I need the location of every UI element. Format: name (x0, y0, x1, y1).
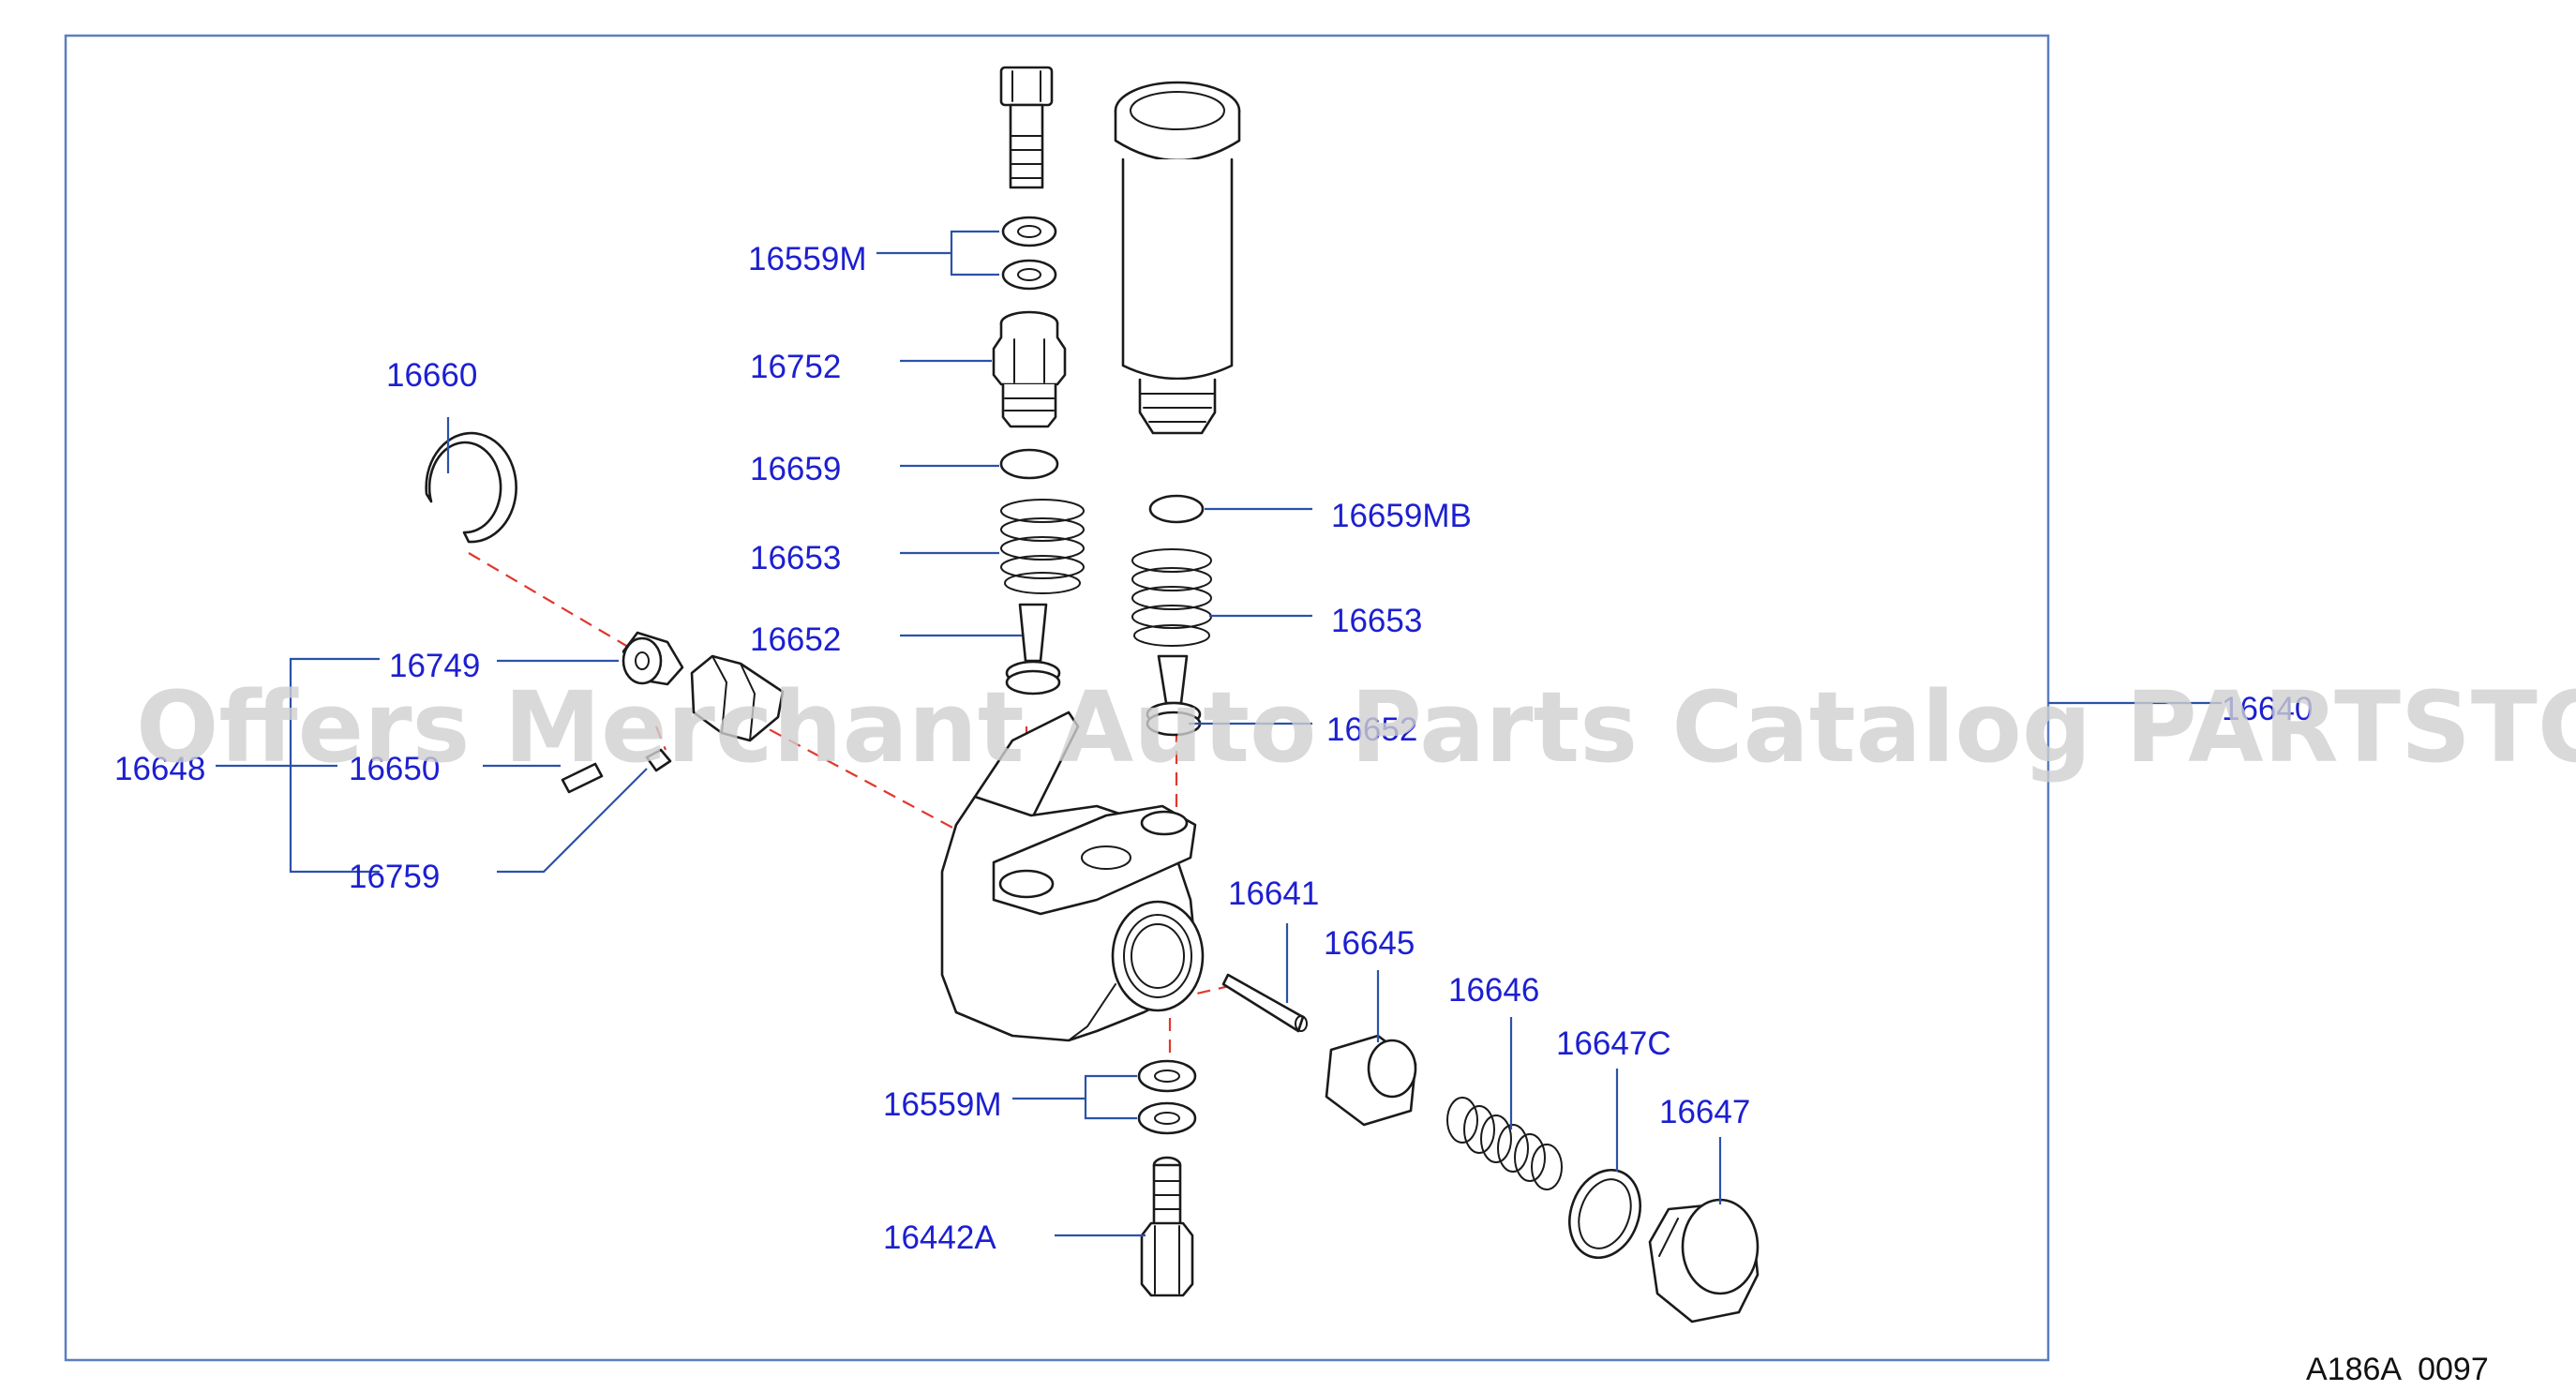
check-valve-left (1005, 603, 1061, 696)
diagram-frame (64, 34, 2050, 1362)
plug (1648, 1198, 1760, 1324)
label-16659MB[interactable]: 16659MB (1331, 498, 1472, 534)
label-16559M-top[interactable]: 16559M (748, 241, 866, 277)
watermark: Offers Merchant Auto Parts Catalog PARTS… (136, 670, 2576, 785)
tappet-pin-small (645, 748, 672, 772)
pin (561, 762, 604, 794)
leader-lines (216, 230, 2222, 1237)
part-labels: 16559M 16752 16660 16659 16659MB 16653 1… (114, 241, 2313, 1256)
label-16640[interactable]: 16640 (2222, 691, 2313, 727)
gasket (1568, 1168, 1641, 1260)
banjo-bolt-bottom (1140, 1156, 1194, 1297)
priming-pump (1114, 81, 1241, 435)
diagram-code: A186A 0097 (2306, 1352, 2489, 1387)
label-16652-left[interactable]: 16652 (750, 621, 841, 658)
label-16442A[interactable]: 16442A (883, 1219, 996, 1256)
o-ring-left (999, 448, 1059, 480)
o-ring-right (1148, 494, 1205, 524)
piston-spring (1446, 1097, 1563, 1190)
label-16559M-bottom[interactable]: 16559M (883, 1086, 1001, 1123)
tappet (690, 654, 785, 742)
label-16749[interactable]: 16749 (389, 648, 480, 684)
washer-pair-bottom (1137, 1059, 1197, 1135)
label-16659[interactable]: 16659 (750, 451, 841, 487)
pump-body (940, 710, 1205, 1042)
label-16653-left[interactable]: 16653 (750, 540, 841, 576)
spring-left (1000, 499, 1085, 594)
roller (622, 631, 684, 686)
label-16645[interactable]: 16645 (1324, 925, 1415, 962)
label-16759[interactable]: 16759 (349, 859, 440, 895)
label-16647[interactable]: 16647 (1659, 1094, 1750, 1130)
label-16646[interactable]: 16646 (1448, 972, 1539, 1009)
label-16641[interactable]: 16641 (1228, 875, 1319, 912)
washer-pair-top (1001, 216, 1057, 291)
piston (1325, 1034, 1417, 1127)
valve-holder (992, 310, 1067, 428)
label-16660[interactable]: 16660 (386, 357, 477, 394)
label-16647C[interactable]: 16647C (1556, 1025, 1671, 1062)
label-16752[interactable]: 16752 (750, 349, 841, 385)
spring-right (1131, 548, 1212, 647)
label-16652-right[interactable]: 16652 (1326, 711, 1417, 748)
snap-ring (425, 431, 517, 544)
label-16648[interactable]: 16648 (114, 751, 205, 787)
label-16653-right[interactable]: 16653 (1331, 603, 1422, 639)
pump-pin (1221, 973, 1308, 1033)
banjo-bolt-top (999, 66, 1054, 189)
check-valve-right (1146, 654, 1202, 737)
label-16650[interactable]: 16650 (349, 751, 440, 787)
